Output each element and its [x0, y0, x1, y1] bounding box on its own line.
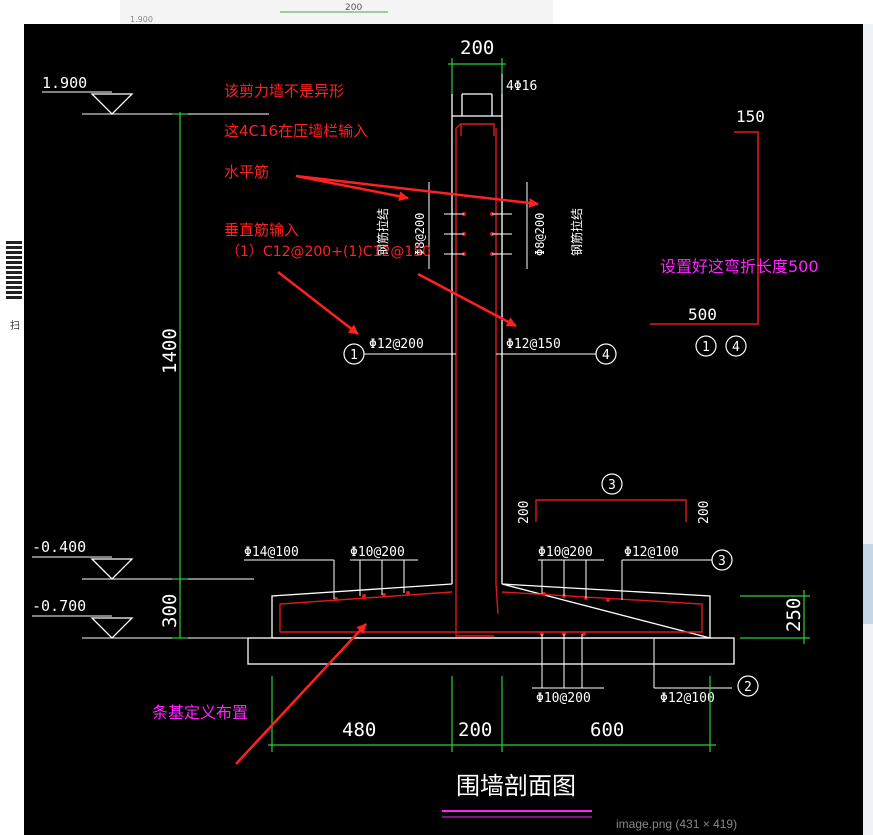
elevation-marker-top: 1.900	[42, 74, 269, 115]
wall-reinforcement	[455, 123, 499, 637]
dimension-bottom-3: 600	[590, 719, 624, 741]
elevation-top-label: 1.900	[42, 74, 87, 92]
bent-bar-detail: 150 500 1 4	[650, 107, 765, 357]
bar-f1-label: Φ14@100	[244, 545, 299, 560]
note-horizontal-bar: 水平筋	[224, 163, 269, 181]
note-vertical-bar-formula: （1）C12@200+(1)C12@150	[226, 244, 431, 260]
bar-f4-label: Φ12@100	[624, 545, 679, 560]
drawing-title: 围墙剖面图	[456, 772, 576, 800]
elevation-marker-bottom: -0.700	[32, 597, 259, 639]
note-strip-foundation: 条基定义布置	[152, 703, 248, 722]
bar-h-left-tag: 钢筋拉结	[375, 208, 390, 256]
bent-bar-top-dim: 150	[736, 107, 765, 126]
note-vertical-bar-input: 垂直筋输入	[224, 221, 299, 239]
bar-f3-label: Φ10@200	[538, 545, 593, 560]
dimension-right-base	[740, 590, 810, 644]
hook-left-dim: 200	[517, 501, 532, 524]
bar-v-left-label: Φ12@200	[369, 337, 424, 352]
qr-side-text: 扫	[10, 321, 20, 332]
vertical-bar-left: 1 Φ12@200	[343, 337, 456, 365]
bar-h-right-label: Φ8@200	[533, 213, 547, 256]
footing-outline	[247, 583, 735, 665]
dimension-height-label: 1400	[159, 328, 181, 374]
dimension-bottom	[268, 676, 716, 752]
dimension-wall-top	[448, 58, 506, 94]
mark-2-label: 2	[744, 680, 752, 695]
wall-outline	[451, 93, 503, 584]
note-bend-length: 设置好这弯折长度500	[660, 257, 819, 276]
bar-f2-label: Φ10@200	[350, 545, 405, 560]
bar-h-right-tag: 钢筋拉结	[569, 208, 584, 256]
mark-3-footing-label: 3	[718, 554, 726, 569]
annotation-arrows	[235, 174, 539, 765]
mark-3-top-label: 3	[608, 478, 616, 493]
dimension-bottom-2: 200	[458, 719, 492, 741]
bar-top-label: 4Φ16	[506, 79, 537, 94]
horizontal-bar-leaders	[428, 182, 528, 269]
footing-bar-dots	[334, 591, 610, 636]
bar-v-right-label: Φ12@150	[506, 337, 561, 352]
hook-bar-detail: 3 200 200	[517, 473, 712, 524]
background-window-strip: 200 1.900	[120, 0, 553, 24]
dimension-left-vertical	[172, 112, 188, 639]
bg-top-dim: 200	[345, 3, 362, 13]
mark-1-label: 1	[350, 348, 358, 363]
elevation-mid-label: -0.400	[32, 538, 86, 556]
bent-bar-bottom-dim: 500	[688, 305, 717, 324]
mark-4b-label: 4	[732, 340, 740, 355]
image-caption: image.png (431 × 419)	[616, 817, 738, 831]
bg-top-elev: 1.900	[130, 15, 153, 24]
right-edge-strip	[863, 24, 873, 835]
note-wall-not-irregular: 该剪力墙不是异形	[224, 82, 344, 100]
dimension-right-base-label: 250	[783, 598, 805, 632]
elevation-marker-mid: -0.400	[32, 538, 254, 580]
wall-bar-dots	[462, 212, 494, 256]
cad-drawing-canvas: 1.900 -0.400 -0.700 1400 300 200	[24, 24, 863, 835]
qr-code-icon	[6, 239, 22, 299]
bar-f6-label: Φ12@100	[660, 691, 715, 706]
dimension-base-height-label: 300	[159, 594, 181, 628]
note-c16-input: 这4C16在压墙栏输入	[224, 122, 368, 140]
footing-reinforcement	[279, 591, 703, 633]
footing-leaders	[244, 559, 732, 689]
hook-right-dim: 200	[697, 501, 712, 524]
qr-code-fragment: 扫	[0, 225, 28, 355]
mark-4-label: 4	[602, 348, 610, 363]
dimension-bottom-1: 480	[342, 719, 376, 741]
vertical-bar-right: 4 Φ12@150	[496, 337, 617, 365]
bar-f5-label: Φ10@200	[536, 691, 591, 706]
bar-h-left-label: Φ8@200	[413, 213, 427, 256]
mark-1b-label: 1	[702, 340, 710, 355]
dimension-wall-width-label: 200	[460, 37, 494, 59]
elevation-bottom-label: -0.700	[32, 597, 86, 615]
